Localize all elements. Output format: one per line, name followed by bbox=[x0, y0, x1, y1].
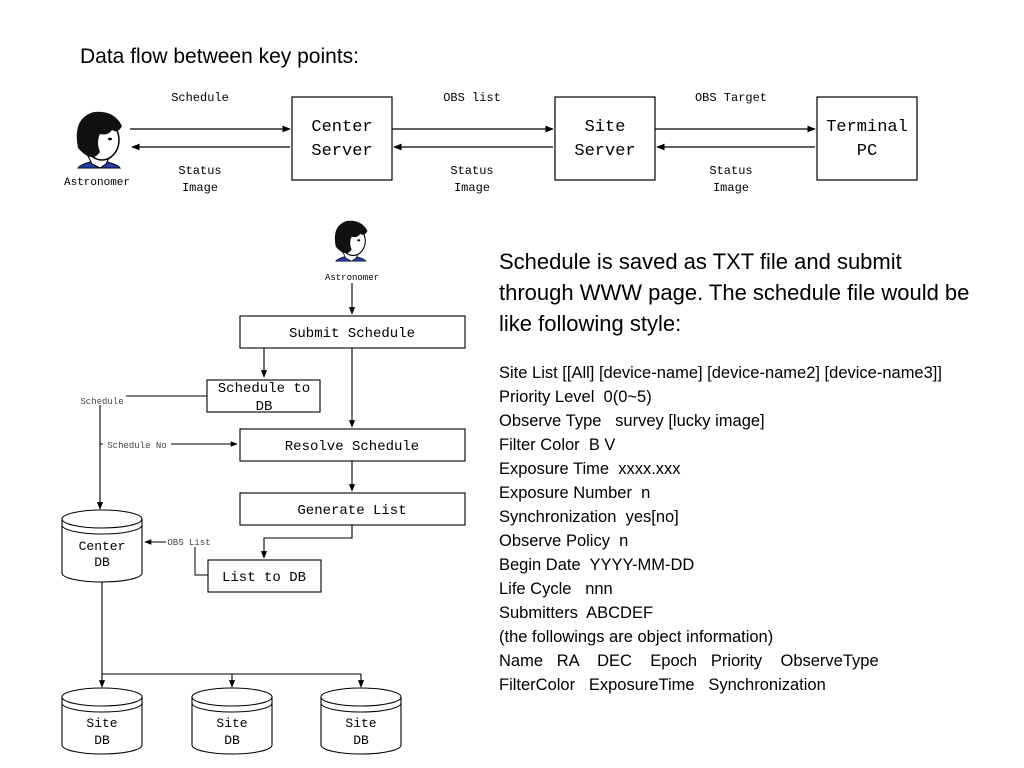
edge-2-forward-label: OBS list bbox=[443, 91, 501, 105]
schedule-label-bg bbox=[78, 394, 126, 405]
site-db-1-label-2: DB bbox=[94, 733, 110, 748]
site-db-3-cylinder bbox=[320, 687, 402, 755]
site-db-2-label-2: DB bbox=[224, 733, 240, 748]
site-db-3-label-1: Site bbox=[345, 716, 376, 731]
format-line: Exposure Time xxxx.xxx bbox=[499, 460, 681, 478]
format-line: Observe Type survey [lucky image] bbox=[499, 412, 765, 430]
site-server-box bbox=[554, 96, 656, 181]
slide-title: Data flow between key points: bbox=[80, 45, 359, 68]
edge-generate-to-listdb bbox=[260, 525, 353, 559]
schedule-label: Schedule bbox=[80, 397, 123, 407]
center-db-cylinder bbox=[61, 509, 143, 583]
list-to-db-box bbox=[207, 559, 322, 593]
schedule-format-lines: Site List [[All] [device-name] [device-n… bbox=[499, 361, 979, 697]
format-line: FilterColor ExposureTime Synchronization bbox=[499, 676, 826, 694]
center-server-box bbox=[291, 96, 393, 181]
site-db-3-label-2: DB bbox=[353, 733, 369, 748]
obs-list-label-bg bbox=[166, 536, 212, 547]
top-actor-label: Astronomer bbox=[64, 177, 130, 189]
schedule-to-db-label-1: Schedule to bbox=[218, 381, 310, 397]
site-db-2-label-1: Site bbox=[216, 716, 247, 731]
top-flow: Astronomer Center Server Site Server Ter… bbox=[64, 91, 918, 195]
site-db-1-cylinder bbox=[61, 687, 143, 755]
format-line: Filter Color B V bbox=[499, 436, 616, 454]
description-intro: Schedule is saved as TXT file and submit… bbox=[499, 249, 970, 336]
edge-1-back-label-2: Image bbox=[182, 181, 218, 195]
format-line: Life Cycle nnn bbox=[499, 580, 613, 598]
site-server-label-2: Server bbox=[574, 142, 635, 161]
terminal-pc-box bbox=[816, 96, 918, 181]
flowchart: Astronomer Submit Schedule Schedule to D… bbox=[61, 220, 466, 755]
resolve-schedule-label: Resolve Schedule bbox=[285, 439, 419, 455]
resolve-schedule-box bbox=[239, 428, 466, 462]
edge-2-back-label-2: Image bbox=[454, 181, 490, 195]
submit-schedule-box bbox=[239, 315, 466, 349]
edge-3-forward-label: OBS Target bbox=[695, 91, 767, 105]
site-db-1-label-1: Site bbox=[86, 716, 117, 731]
terminal-pc-label-2: PC bbox=[857, 142, 877, 161]
schedule-no-label-bg bbox=[103, 438, 171, 450]
schedule-no-label: Schedule No bbox=[107, 441, 166, 451]
format-line: Synchronization yes[no] bbox=[499, 508, 679, 526]
astronomer-avatar-icon bbox=[76, 111, 122, 169]
flowchart-astronomer-avatar-icon bbox=[334, 220, 368, 262]
format-line: Observe Policy n bbox=[499, 532, 629, 550]
terminal-pc-label-1: Terminal bbox=[826, 118, 908, 137]
center-db-label-1: Center bbox=[79, 539, 126, 554]
format-line: Name RA DEC Epoch Priority ObserveType bbox=[499, 652, 879, 670]
format-line: Exposure Number n bbox=[499, 484, 651, 502]
edge-3-back-label-2: Image bbox=[713, 181, 749, 195]
format-line: Site List [[All] [device-name] [device-n… bbox=[499, 364, 942, 382]
site-db-2-cylinder bbox=[191, 687, 273, 755]
format-line: (the followings are object information) bbox=[499, 628, 774, 646]
obs-list-label: OBS List bbox=[167, 538, 210, 548]
generate-list-label: Generate List bbox=[297, 503, 406, 519]
format-line: Begin Date YYYY-MM-DD bbox=[499, 556, 695, 574]
edge-1-forward-label: Schedule bbox=[171, 91, 229, 105]
format-line: Priority Level 0(0~5) bbox=[499, 388, 652, 406]
submit-schedule-label: Submit Schedule bbox=[289, 326, 415, 342]
center-db-label-2: DB bbox=[94, 555, 110, 570]
schedule-description: Schedule is saved as TXT file and submit… bbox=[499, 246, 979, 697]
schedule-to-db-box bbox=[206, 379, 321, 413]
list-to-db-label: List to DB bbox=[222, 570, 306, 586]
schedule-to-db-label-2: DB bbox=[256, 399, 273, 415]
center-server-label-2: Server bbox=[311, 142, 372, 161]
site-server-label-1: Site bbox=[585, 118, 626, 137]
flowchart-actor-label: Astronomer bbox=[325, 273, 379, 283]
format-line: Submitters ABCDEF bbox=[499, 604, 654, 622]
center-server-label-1: Center bbox=[311, 118, 372, 137]
edge-1-back-label-1: Status bbox=[178, 164, 221, 178]
edge-3-back-label-1: Status bbox=[709, 164, 752, 178]
edge-2-back-label-1: Status bbox=[450, 164, 493, 178]
